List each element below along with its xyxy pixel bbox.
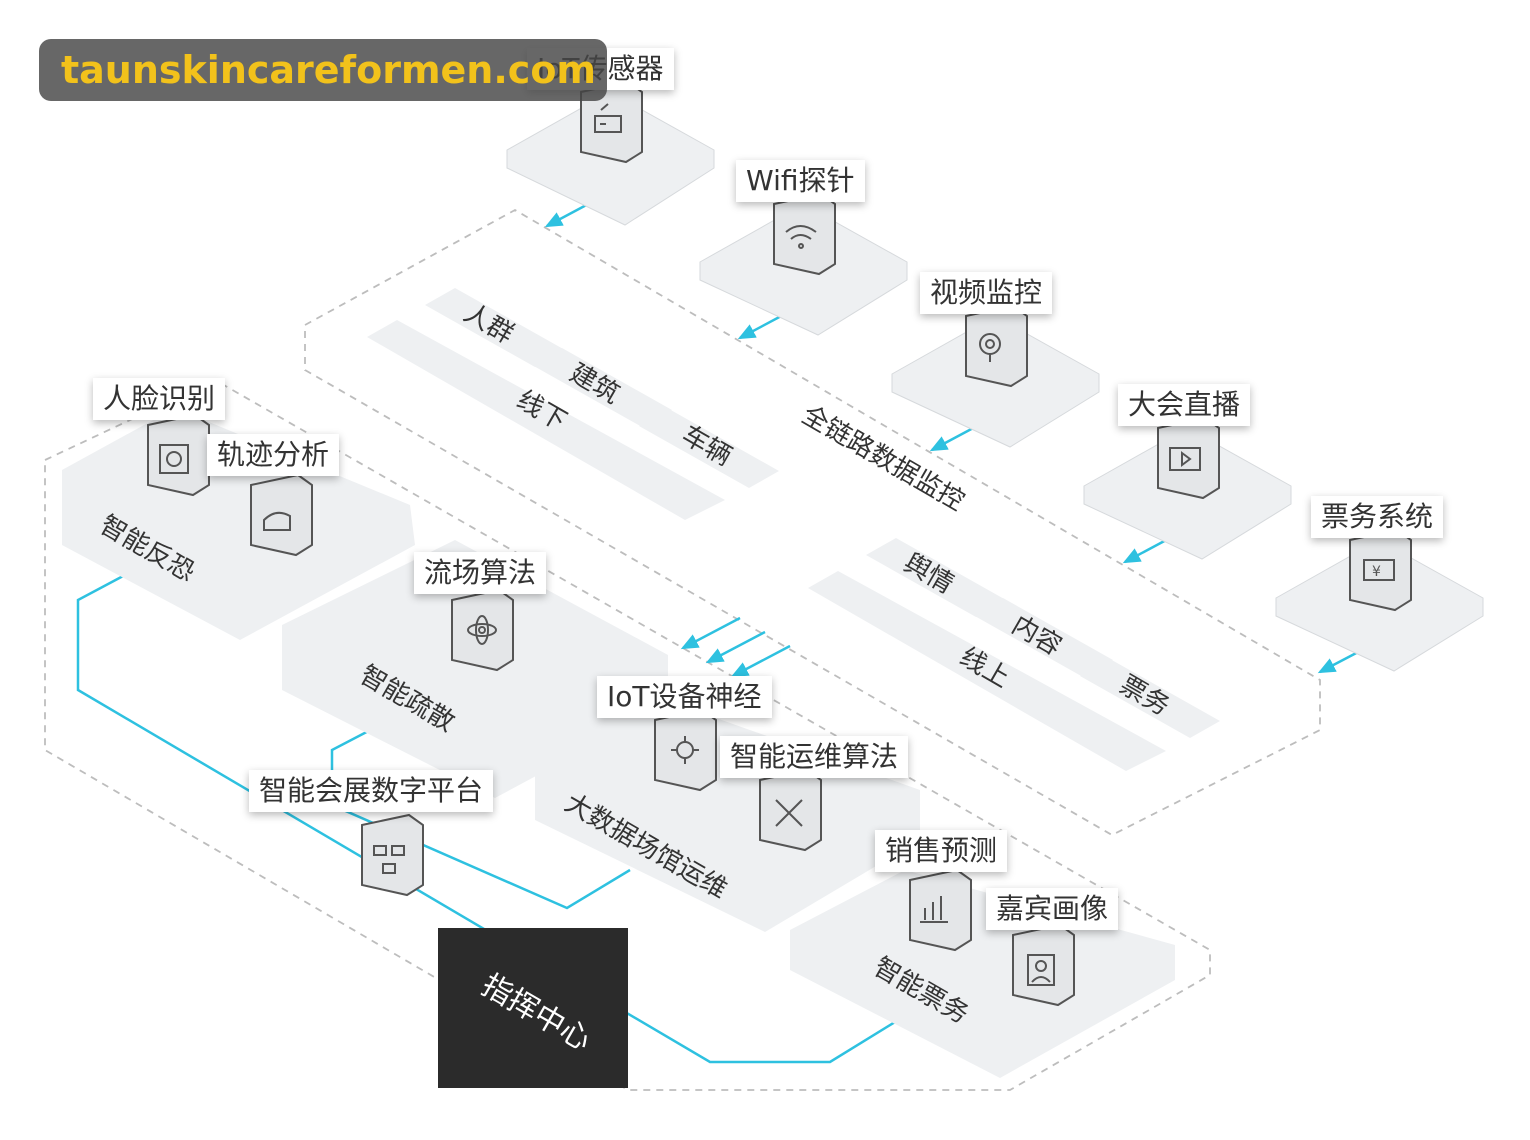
label-track-analysis: 轨迹分析: [207, 434, 340, 476]
face-scan-icon: [159, 444, 189, 474]
watermark-banner: taunskincareformen.com: [39, 39, 607, 101]
watermark-text: taunskincareformen.com: [61, 48, 597, 92]
label-digital-platform: 智能会展数字平台: [249, 770, 494, 812]
module-arrows: [680, 616, 791, 678]
sensor-platforms: [506, 91, 1484, 672]
network-icon: [373, 845, 405, 874]
label-live-stream: 大会直播: [1118, 384, 1251, 426]
portrait-icon: [1027, 954, 1055, 986]
track-icon: [263, 511, 291, 531]
label-ops-algorithm: 智能运维算法: [720, 736, 909, 778]
command-center-block: 指挥中心: [438, 928, 628, 1088]
bar-chart-icon: [920, 896, 948, 923]
monitor-dashed-boundary: [304, 208, 1321, 837]
ticket-icon: ¥: [1363, 559, 1395, 581]
label-guest-profile: 嘉宾画像: [986, 888, 1119, 930]
neural-icon: [671, 736, 699, 764]
label-flow-algorithm: 流场算法: [414, 552, 547, 594]
label-sales-forecast: 销售预测: [875, 830, 1008, 872]
label-ticket-system: 票务系统: [1311, 496, 1444, 538]
platform-dashed-boundary: [44, 378, 1211, 1091]
tv-icon: [1169, 447, 1201, 471]
camera-icon: [979, 333, 1001, 362]
sensor-arrows: [544, 200, 1363, 674]
atom-icon: [467, 615, 497, 645]
label-face-recognition: 人脸识别: [93, 378, 226, 420]
label-wifi-probe: Wifi探针: [736, 160, 865, 202]
device-boxes: [147, 80, 1412, 1007]
offline-strips: [367, 288, 779, 520]
label-video-monitor: 视频监控: [920, 272, 1053, 314]
label-iot-neural: IoT设备神经: [597, 676, 772, 718]
command-center-label: 指挥中心: [475, 967, 597, 1059]
tools-icon: [775, 799, 803, 827]
router-icon: [594, 103, 622, 133]
wifi-icon: [785, 225, 817, 249]
monitor-title: 全链路数据监控: [797, 400, 970, 517]
svg-text:¥: ¥: [1372, 564, 1381, 580]
online-strips: [808, 538, 1220, 771]
